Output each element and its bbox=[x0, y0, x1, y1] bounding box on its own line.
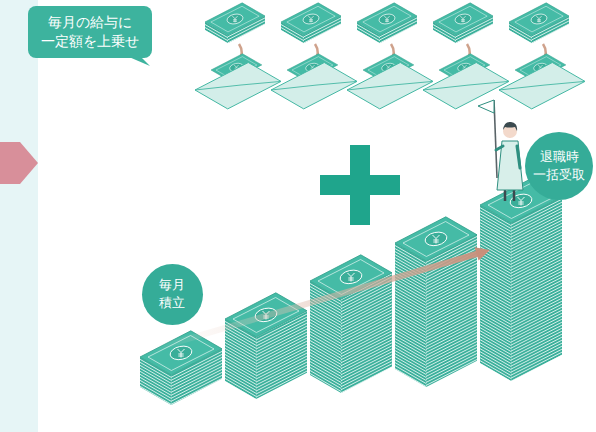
node-label: 毎月 積立 bbox=[159, 276, 185, 311]
money-bundle bbox=[205, 3, 265, 43]
growth-arrowhead bbox=[475, 247, 490, 260]
side-band bbox=[0, 0, 38, 432]
money-bundle bbox=[357, 3, 417, 43]
callout-circle: 毎月 積立 bbox=[142, 264, 203, 325]
node-label: 毎月の給与に 一定額を上乗せ bbox=[41, 13, 139, 51]
callout-circle: 退職時 一括受取 bbox=[525, 132, 593, 200]
node-label: 退職時 一括受取 bbox=[533, 148, 585, 183]
person-hair bbox=[503, 122, 517, 131]
person-coat bbox=[497, 141, 523, 190]
text-group: 毎月 積立 bbox=[159, 276, 185, 311]
person-arm bbox=[496, 146, 503, 150]
stack-side bbox=[511, 197, 562, 381]
salary-envelope bbox=[347, 54, 433, 109]
salary-envelope bbox=[271, 54, 357, 109]
flag bbox=[478, 100, 494, 113]
speech-bubble: 毎月の給与に 一定額を上乗せ bbox=[28, 6, 152, 58]
money-bundle bbox=[433, 3, 493, 43]
salary-envelope bbox=[195, 54, 281, 109]
money-bundle bbox=[281, 3, 341, 43]
salary-envelope bbox=[499, 54, 585, 109]
text-group: 退職時 一括受取 bbox=[533, 148, 585, 183]
person-arm bbox=[517, 146, 520, 168]
text-group: 毎月の給与に 一定額を上乗せ bbox=[41, 13, 139, 51]
stack-side bbox=[480, 205, 511, 381]
money-bundle bbox=[509, 3, 569, 43]
side-arrow bbox=[0, 142, 38, 184]
stack-side bbox=[395, 243, 426, 387]
salary-envelope bbox=[423, 54, 509, 109]
stack-top bbox=[140, 331, 222, 375]
plus-sign bbox=[320, 145, 400, 225]
